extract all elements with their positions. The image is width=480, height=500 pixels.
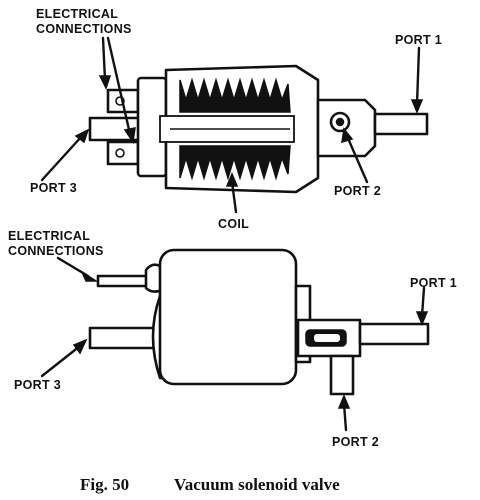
bottom-electrical-label-1: ELECTRICAL — [8, 229, 90, 243]
bottom-port3-tube — [88, 326, 158, 350]
figure-number: Fig. 50 — [80, 475, 129, 494]
top-leaders — [40, 36, 424, 214]
bottom-port1-label: PORT 1 — [410, 276, 457, 290]
coil-label: COIL — [218, 217, 249, 231]
bottom-leaders — [40, 256, 429, 432]
top-electrical-label-2: CONNECTIONS — [36, 22, 132, 36]
bottom-electrical-label-2: CONNECTIONS — [8, 244, 104, 258]
bottom-port2-tube — [329, 354, 355, 396]
top-coil-upper — [179, 77, 291, 113]
top-port2-label: PORT 2 — [334, 184, 381, 198]
bottom-port3-label: PORT 3 — [14, 378, 61, 392]
bottom-port1-tube — [358, 322, 430, 346]
bottom-port2-label: PORT 2 — [332, 435, 379, 449]
top-port1-label: PORT 1 — [395, 33, 442, 47]
top-coil-lower — [179, 145, 291, 181]
figure-title: Vacuum solenoid valve — [174, 475, 340, 494]
top-terminal-lower — [106, 140, 140, 166]
top-electrical-label-1: ELECTRICAL — [36, 7, 118, 21]
bottom-housing — [158, 248, 298, 386]
bottom-electrical-pin — [96, 274, 154, 288]
top-port3-label: PORT 3 — [30, 181, 77, 195]
top-port1-tube — [373, 112, 429, 136]
top-valve-cutaway — [88, 64, 429, 194]
bottom-valve-exterior — [88, 248, 430, 396]
